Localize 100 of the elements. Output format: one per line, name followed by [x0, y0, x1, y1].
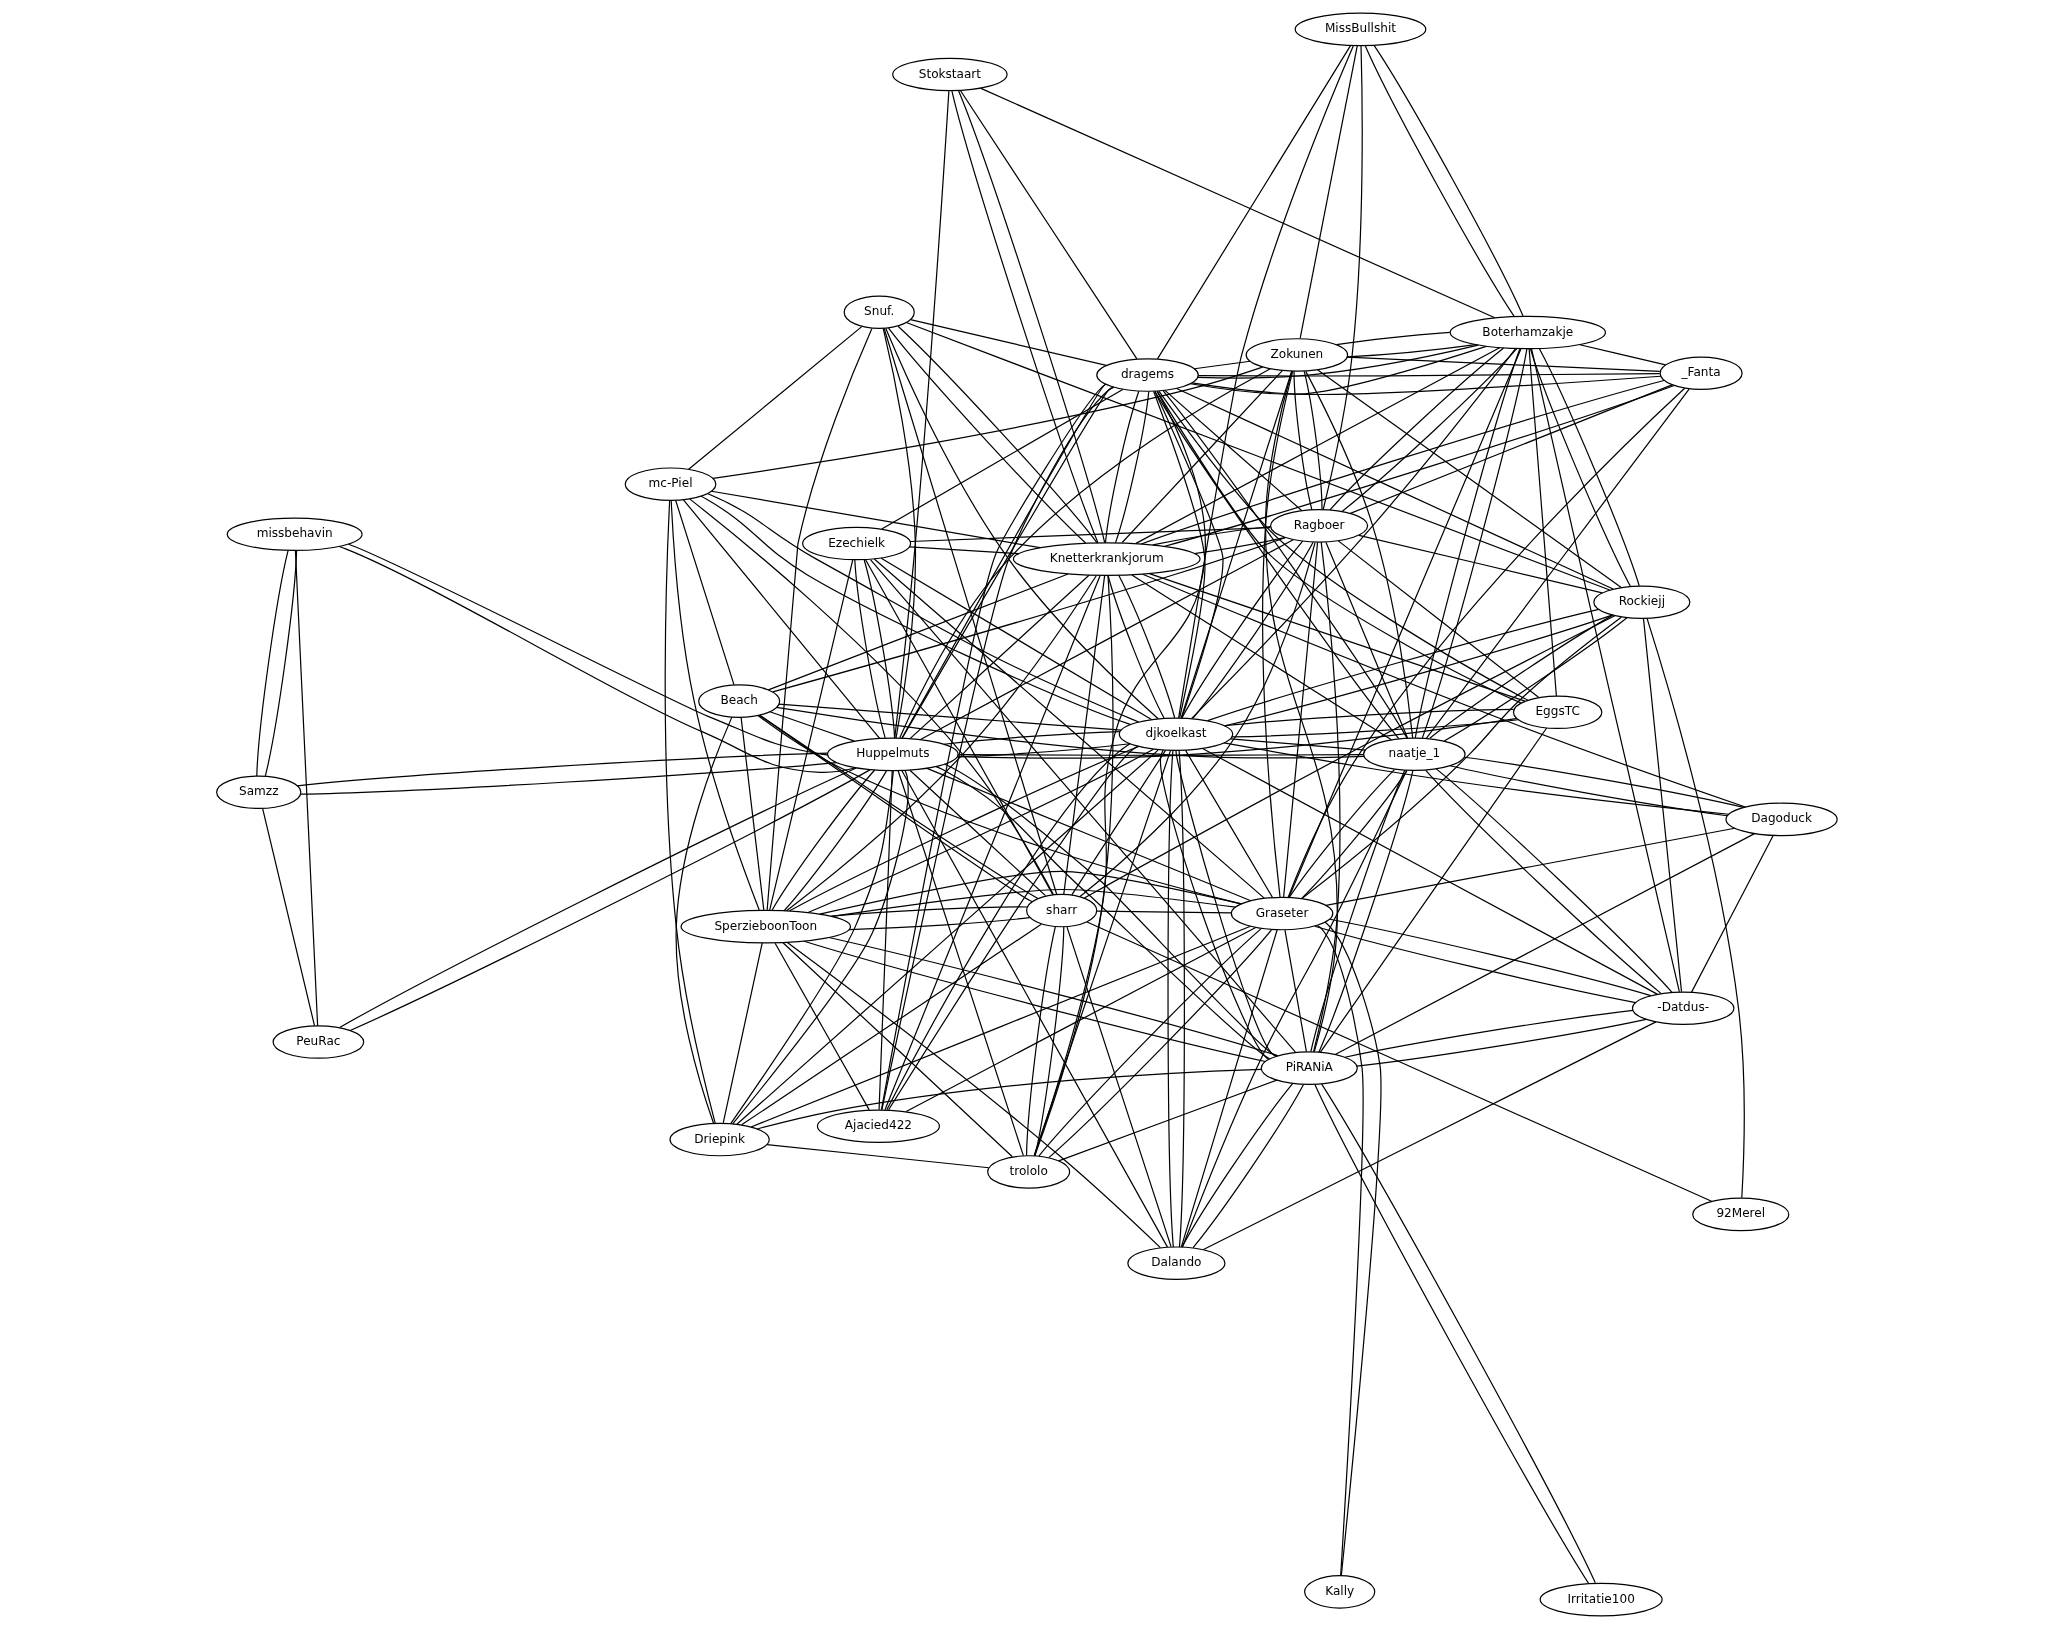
node-ellipse: Ezechielk [801, 526, 911, 561]
connector [1448, 765, 1728, 817]
connector [1317, 769, 1413, 1053]
connector [1223, 708, 1514, 727]
connector [768, 559, 853, 911]
connector [712, 366, 1263, 479]
connector [1033, 575, 1114, 1157]
connector [1528, 348, 1557, 697]
connector [1191, 541, 1314, 719]
connector [1085, 921, 1712, 1202]
connector [1261, 370, 1293, 898]
node-ellipse: Samzz [215, 775, 301, 810]
connector [771, 769, 875, 911]
connector [1107, 574, 1165, 719]
connector [880, 557, 1152, 721]
connector [687, 326, 862, 470]
connector [777, 703, 1122, 731]
connector [956, 743, 1131, 758]
connector [1282, 541, 1318, 898]
connector [1189, 345, 1487, 395]
connector [942, 730, 1120, 745]
connector [893, 90, 949, 739]
connector [831, 888, 1236, 918]
connector [1425, 388, 1690, 739]
connector [1346, 344, 1476, 358]
connector [1319, 727, 1547, 1053]
connector [1230, 719, 1519, 738]
node-ellipse: Ragboer [1269, 509, 1368, 543]
connector [1180, 929, 1278, 1248]
connector [925, 767, 1251, 902]
node-ellipse: EggsTC [1512, 695, 1602, 730]
connector [1141, 573, 1746, 808]
node-ellipse: Stokstaart [891, 57, 1008, 92]
connector [1229, 738, 1366, 751]
connector [1301, 616, 1622, 899]
connector [1530, 348, 1680, 993]
connector [909, 574, 1090, 739]
connector [1193, 537, 1285, 555]
connector [1177, 45, 1354, 719]
connector [768, 711, 855, 742]
connector [1190, 348, 1516, 719]
connector [1197, 373, 1660, 377]
connector [880, 388, 1123, 530]
connector [1193, 360, 1251, 370]
node-ellipse: Graseter [1230, 896, 1333, 931]
node-ellipse: Kally [1303, 1575, 1375, 1609]
connector [897, 770, 1024, 1157]
connector [1316, 369, 1622, 589]
connector [1202, 1021, 1657, 1251]
connector [735, 749, 1159, 1125]
connector [908, 546, 1019, 555]
connector [674, 499, 735, 686]
connector [869, 559, 1296, 1053]
node-ellipse: -Datdus- [1631, 991, 1734, 1025]
connector [1148, 573, 1525, 702]
connector [264, 550, 297, 777]
connector [919, 539, 1294, 741]
node-ellipse: PeuRac [272, 1025, 364, 1059]
connector [1292, 370, 1312, 511]
connector [1163, 389, 1302, 512]
connector [1222, 742, 1729, 815]
connector [900, 770, 1168, 1248]
connector [956, 717, 1517, 759]
connector [1062, 574, 1105, 895]
connector [1181, 1083, 1293, 1248]
connector [786, 941, 1161, 1249]
connector [670, 500, 760, 911]
connector [1322, 45, 1363, 511]
connector [1443, 617, 1628, 742]
connector [1287, 348, 1521, 898]
node-ellipse: Dagoduck [1724, 802, 1838, 837]
connector [1428, 614, 1613, 739]
connector [1312, 541, 1341, 1053]
connector [1175, 387, 1614, 590]
connector [1283, 929, 1307, 1053]
node-ellipse: Driepink [668, 1122, 770, 1157]
connector [682, 499, 880, 739]
connector [1117, 574, 1175, 719]
node-ellipse: _Fanta [1659, 356, 1743, 390]
connector [1159, 749, 1269, 1060]
connector [1223, 614, 1613, 727]
connector [1288, 769, 1395, 898]
connector [299, 762, 837, 795]
node-ellipse: SperzieboonToon [680, 909, 851, 944]
node-ellipse: Zokunen [1245, 338, 1348, 372]
node-ellipse: Beach [697, 684, 780, 718]
connector [1334, 833, 1755, 1055]
connector [1538, 348, 1640, 587]
connector [1057, 1079, 1277, 1162]
connector [1104, 390, 1139, 544]
connector [740, 716, 764, 911]
connector [767, 573, 1069, 691]
connector [905, 321, 1610, 591]
connector [848, 917, 1030, 931]
connector [1025, 926, 1056, 1157]
connector [261, 808, 315, 1027]
connector [1190, 375, 1661, 396]
connector [1646, 617, 1745, 1199]
connector [1134, 347, 1500, 544]
node-ellipse: Huppelmuts [826, 737, 959, 772]
